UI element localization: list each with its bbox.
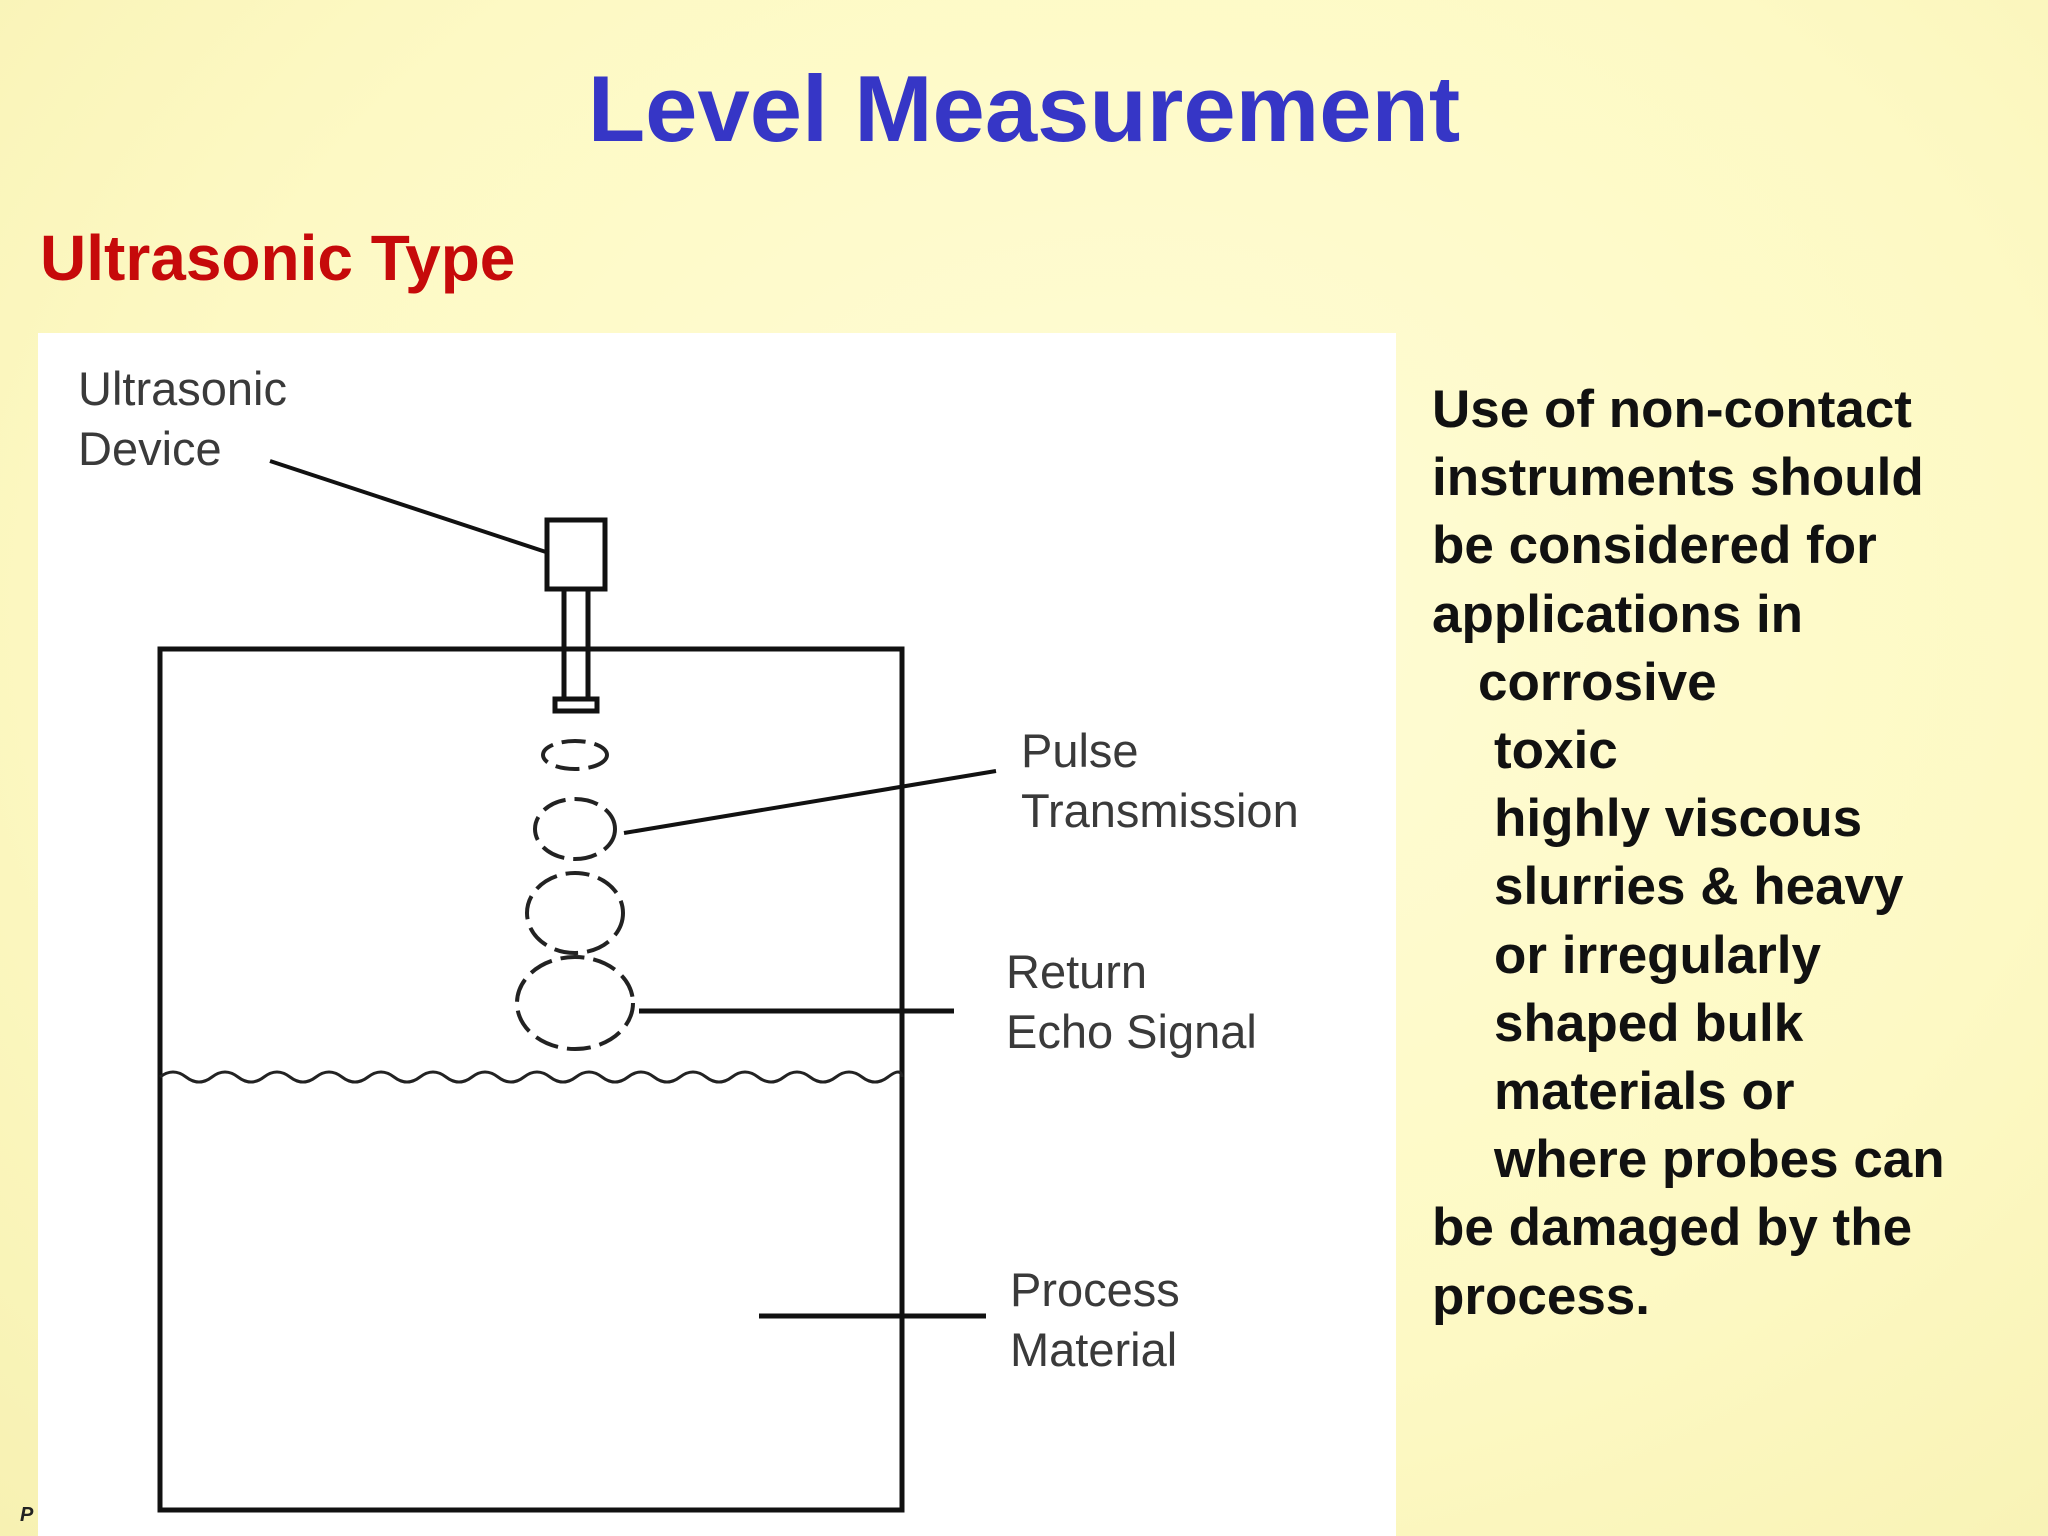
label-pulse-transmission-line1: Pulse <box>1021 724 1139 777</box>
description-line: or irregularly <box>1494 925 1821 985</box>
description-text: Use of non-contact instruments should be… <box>1432 376 2032 1331</box>
description-line: process. <box>1432 1266 1651 1326</box>
device-transducer-face <box>552 696 600 714</box>
description-line: materials or <box>1494 1062 1795 1122</box>
description-line: instruments should <box>1432 448 1924 508</box>
diagram-canvas: Ultrasonic Device Pulse Transmission Ret… <box>78 362 1299 1513</box>
pulse-leader-line <box>623 769 997 835</box>
description-line: where probes can <box>1494 1130 1945 1190</box>
device-leader-line <box>269 459 550 555</box>
description-line: highly viscous <box>1494 789 1863 849</box>
slide-title: Level Measurement <box>587 56 1461 161</box>
pulse-waves <box>515 739 635 1051</box>
description-line: slurries & heavy <box>1494 857 1904 917</box>
pulse-wave-3 <box>525 871 625 955</box>
ultrasonic-device-head <box>544 517 608 592</box>
footer-mark: P <box>20 1504 34 1526</box>
description-line: corrosive <box>1478 652 1717 712</box>
label-process-material-line1: Process <box>1010 1263 1180 1316</box>
label-return-echo-line2: Echo Signal <box>1006 1005 1257 1058</box>
pulse-wave-4 <box>515 955 635 1051</box>
label-return-echo-line1: Return <box>1006 945 1147 998</box>
tank-outline <box>157 646 905 1513</box>
liquid-surface <box>159 1070 904 1084</box>
label-ultrasonic-device-line1: Ultrasonic <box>78 362 287 415</box>
slide-subtitle: Ultrasonic Type <box>40 222 516 294</box>
label-pulse-transmission-line2: Transmission <box>1021 784 1299 837</box>
pulse-wave-1 <box>541 739 609 771</box>
ultrasonic-level-diagram: Ultrasonic Device Pulse Transmission Ret… <box>38 333 1396 1536</box>
description-line: shaped bulk <box>1494 993 1804 1053</box>
description-line: be damaged by the <box>1432 1198 1913 1258</box>
label-ultrasonic-device-line2: Device <box>78 422 222 475</box>
description-line: applications in <box>1432 584 1804 644</box>
description-line: toxic <box>1494 721 1618 781</box>
description-line: be considered for <box>1432 516 1877 576</box>
pulse-wave-2 <box>533 797 617 861</box>
label-process-material-line2: Material <box>1010 1323 1177 1376</box>
description-line: Use of non-contact <box>1432 380 1912 439</box>
